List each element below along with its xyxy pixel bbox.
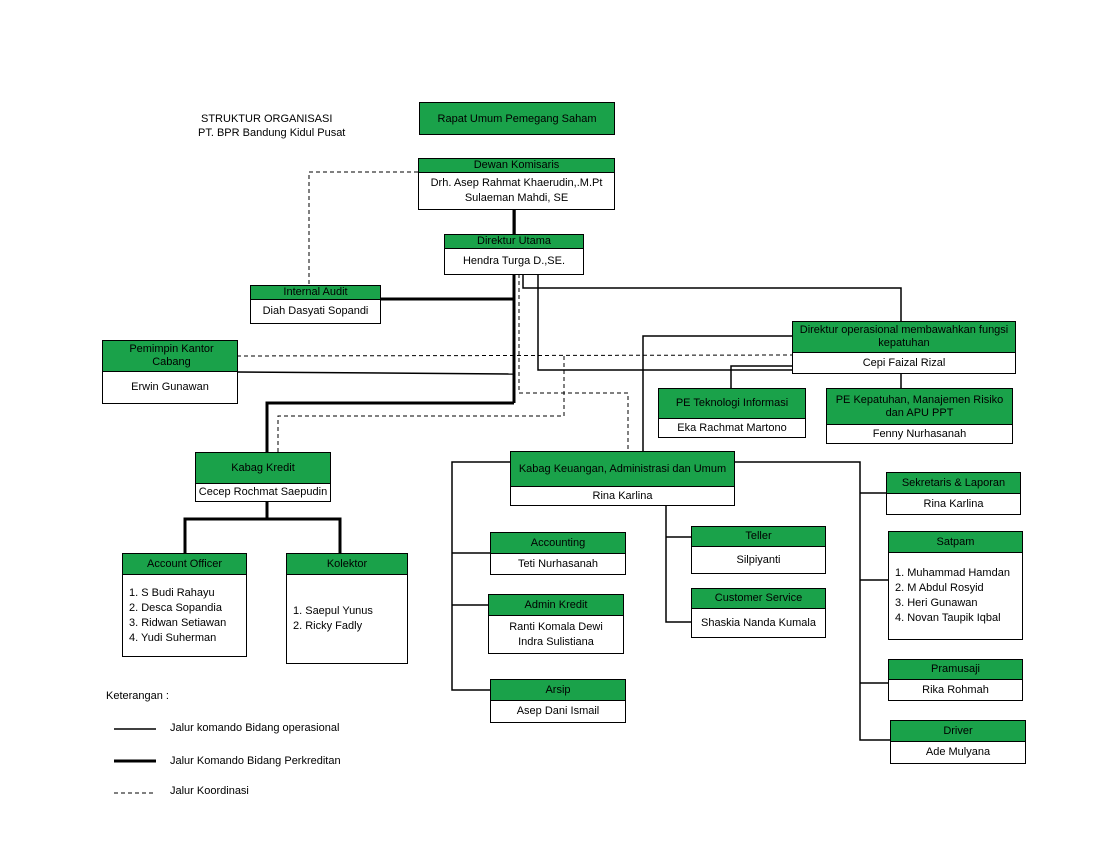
line-cabang-dirut: [236, 371, 515, 375]
direktur-utama-box: Direktur Utama Hendra Turga D.,SE.: [444, 234, 584, 275]
line-kabag-dirops: [642, 335, 792, 460]
pramusaji-member: Rika Rohmah: [922, 683, 989, 696]
kantor-cabang-box: Pemimpin Kantor Cabang Erwin Gunawan: [102, 340, 238, 404]
rups-title: Rapat Umum Pemegang Saham: [437, 112, 597, 125]
internal-audit-member: Diah Dasyati Sopandi: [262, 305, 369, 317]
customer-service-member: Shaskia Nanda Kumala: [701, 616, 816, 629]
line-dirut-dirops-lower: [537, 274, 792, 371]
account-officer-member-4: 4. Yudi Suherman: [129, 631, 217, 644]
pe-kepatuhan-member: Fenny Nurhasanah: [872, 427, 967, 440]
account-officer-member-3: 3. Ridwan Setiawan: [129, 616, 227, 629]
legend-samples: [114, 728, 156, 794]
direktur-operasional-title: Direktur operasional membawahkan fungsi …: [793, 322, 1015, 353]
satpam-title: Satpam: [889, 532, 1022, 553]
satpam-member-1: 1. Muhammad Hamdan: [895, 567, 1010, 579]
direktur-operasional-member: Cepi Faizal Rizal: [862, 356, 946, 369]
accounting-title: Accounting: [491, 533, 625, 554]
pe-kepatuhan-box: PE Kepatuhan, Manajemen Risiko dan APU P…: [826, 388, 1013, 444]
satpam-box: Satpam 1. Muhammad Hamdan 2. M Abdul Ros…: [888, 531, 1023, 640]
pe-ti-member: Eka Rachmat Martono: [677, 421, 787, 434]
internal-audit-box: Internal Audit Diah Dasyati Sopandi: [250, 285, 381, 324]
pe-ti-title: PE Teknologi Informasi: [659, 389, 805, 419]
pe-kepatuhan-title: PE Kepatuhan, Manajemen Risiko dan APU P…: [827, 389, 1012, 425]
line-kabag-right-trunk: [735, 461, 890, 741]
legend-label-perkreditan: Jalur Komando Bidang Perkreditan: [170, 755, 341, 767]
kolektor-box: Kolektor 1. Saepul Yunus 2. Ricky Fadly: [286, 553, 408, 664]
account-officer-title: Account Officer: [123, 554, 246, 575]
rups-box: Rapat Umum Pemegang Saham: [419, 102, 615, 135]
line-dirut-dirops: [522, 274, 902, 323]
arsip-member: Asep Dani Ismail: [516, 705, 600, 717]
driver-member: Ade Mulyana: [925, 746, 991, 758]
legend-heading: Keterangan :: [106, 690, 169, 702]
kolektor-title: Kolektor: [287, 554, 407, 575]
sekretaris-box: Sekretaris & Laporan Rina Karlina: [886, 472, 1021, 515]
teller-box: Teller Silpiyanti: [691, 526, 826, 574]
pe-ti-box: PE Teknologi Informasi Eka Rachmat Marto…: [658, 388, 806, 438]
teller-title: Teller: [692, 527, 825, 547]
dewan-komisaris-title: Dewan Komisaris: [419, 159, 614, 173]
driver-title: Driver: [891, 721, 1025, 742]
pramusaji-title: Pramusaji: [889, 660, 1022, 680]
accounting-box: Accounting Teti Nurhasanah: [490, 532, 626, 575]
arsip-title: Arsip: [491, 680, 625, 701]
kabag-keuangan-box: Kabag Keuangan, Administrasi dan Umum Ri…: [510, 451, 735, 506]
sekretaris-title: Sekretaris & Laporan: [887, 473, 1020, 494]
dash-to-kredit: [277, 356, 565, 452]
kantor-cabang-member: Erwin Gunawan: [131, 381, 209, 393]
driver-box: Driver Ade Mulyana: [890, 720, 1026, 764]
satpam-member-3: 3. Heri Gunawan: [895, 597, 978, 609]
teller-member: Silpiyanti: [736, 553, 781, 566]
account-officer-member-1: 1. S Budi Rahayu: [129, 586, 215, 599]
accounting-member: Teti Nurhasanah: [517, 557, 599, 570]
satpam-member-2: 2. M Abdul Rosyid: [895, 582, 984, 594]
kabag-keuangan-title: Kabag Keuangan, Administrasi dan Umum: [511, 452, 734, 487]
kabag-kredit-member: Cecep Rochmat Saepudin: [198, 486, 328, 498]
arsip-box: Arsip Asep Dani Ismail: [490, 679, 626, 723]
admin-kredit-member-2: Indra Sulistiana: [518, 635, 594, 648]
legend-label-koordinasi: Jalur Koordinasi: [170, 785, 249, 797]
account-officer-member-2: 2. Desca Sopandia: [129, 601, 222, 614]
direktur-utama-title: Direktur Utama: [445, 235, 583, 249]
customer-service-box: Customer Service Shaskia Nanda Kumala: [691, 588, 826, 638]
komisaris-member-2: Sulaeman Mahdi, SE: [464, 192, 569, 204]
kabag-kredit-box: Kabag Kredit Cecep Rochmat Saepudin: [195, 452, 331, 502]
kolektor-member-1: 1. Saepul Yunus: [293, 605, 373, 617]
komisaris-member-1: Drh. Asep Rahmat Khaerudin,.M.Pt: [430, 177, 603, 189]
chart-title-line2: PT. BPR Bandung Kidul Pusat: [198, 127, 346, 139]
admin-kredit-member-1: Ranti Komala Dewi: [509, 620, 603, 633]
line-dirops-peti: [730, 365, 792, 388]
dash-komisaris-audit: [308, 171, 418, 285]
direktur-utama-member: Hendra Turga D.,SE.: [462, 255, 566, 267]
pramusaji-box: Pramusaji Rika Rohmah: [888, 659, 1023, 701]
satpam-member-4: 4. Novan Taupik Iqbal: [895, 612, 1001, 624]
line-kabag-left-trunk: [451, 461, 510, 691]
kolektor-member-2: 2. Ricky Fadly: [293, 620, 363, 632]
account-officer-box: Account Officer 1. S Budi Rahayu 2. Desc…: [122, 553, 247, 657]
admin-kredit-title: Admin Kredit: [489, 595, 623, 616]
sekretaris-member: Rina Karlina: [923, 497, 984, 510]
dash-cabang-dirops: [236, 354, 793, 357]
customer-service-title: Customer Service: [692, 589, 825, 609]
kabag-kredit-title: Kabag Kredit: [196, 453, 330, 484]
internal-audit-title: Internal Audit: [251, 286, 380, 300]
line-thick-to-kredit: [265, 401, 514, 452]
dash-dirut-keuangan: [518, 274, 629, 460]
direktur-operasional-box: Direktur operasional membawahkan fungsi …: [792, 321, 1016, 374]
admin-kredit-box: Admin Kredit Ranti Komala Dewi Indra Sul…: [488, 594, 624, 654]
kabag-keuangan-member: Rina Karlina: [592, 489, 653, 502]
kantor-cabang-title: Pemimpin Kantor Cabang: [103, 341, 237, 372]
legend-label-operasional: Jalur komando Bidang operasional: [170, 722, 340, 734]
chart-title-line1: STRUKTUR ORGANISASI: [201, 113, 333, 125]
line-thick-kredit-split: [183, 517, 342, 553]
dewan-komisaris-box: Dewan Komisaris Drh. Asep Rahmat Khaerud…: [418, 158, 615, 210]
line-kabag-center-trunk: [665, 506, 691, 623]
